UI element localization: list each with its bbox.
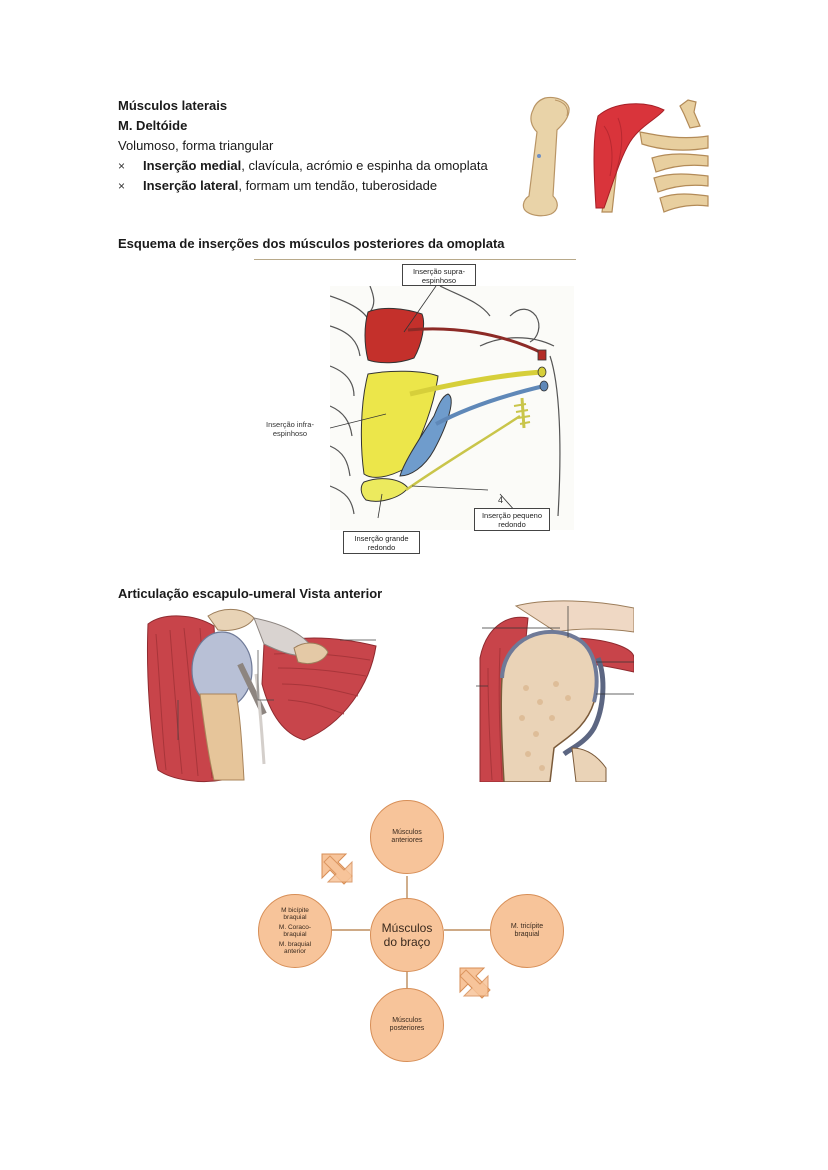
- diagram-node-anterior-muscles: M bicípite braquial M. Coraco- braquial …: [258, 894, 332, 968]
- label-number-4: 4: [498, 495, 504, 505]
- diagram-connectors: [321, 853, 492, 999]
- label-grande-redondo: Inserção grande redondo: [343, 531, 420, 554]
- diagram-node-posteriores: Músculos posteriores: [370, 988, 444, 1062]
- diagram-node-center: Músculos do braço: [370, 898, 444, 972]
- bullet-item: × Inserção lateral, formam um tendão, tu…: [0, 176, 520, 196]
- label-infraespinhoso: Inserção infra- espinhoso: [266, 420, 314, 438]
- description-deltoide: Volumoso, forma triangular: [118, 138, 274, 153]
- bullet-text: , clavícula, acrómio e espinha da omopla…: [241, 158, 488, 173]
- bullet-marker: ×: [118, 179, 126, 193]
- subheading-deltoide: M. Deltóide: [118, 118, 188, 133]
- scapula-insertions-diagram: [330, 286, 574, 530]
- section-heading-esquema: Esquema de inserções dos músculos poster…: [118, 236, 505, 251]
- shoulder-joint-section-image: [476, 598, 634, 782]
- bullet-bold: Inserção lateral: [143, 178, 239, 193]
- arrow-icon: [321, 853, 491, 999]
- section-heading-lateral: Músculos laterais: [118, 98, 228, 113]
- shoulder-joint-anterior-image: [144, 604, 380, 786]
- diagram-node-triceps: M. tricípite braquial: [490, 894, 564, 968]
- bullet-item: × Inserção medial, clavícula, acrómio e …: [0, 156, 520, 176]
- section-heading-articulacao: Articulação escapulo-umeral Vista anteri…: [118, 586, 383, 601]
- diagram-node-anteriores: Músculos anteriores: [370, 800, 444, 874]
- bullet-bold: Inserção medial: [143, 158, 242, 173]
- humerus-bone-image: [522, 96, 570, 217]
- bullet-text: , formam um tendão, tuberosidade: [238, 178, 438, 193]
- bullet-marker: ×: [118, 159, 126, 173]
- label-pequeno-redondo: Inserção pequeno redondo: [474, 508, 550, 531]
- heading-underline: [254, 259, 576, 260]
- label-supraespinhoso: Inserção supra- espinhoso: [402, 264, 476, 286]
- deltoid-shoulder-image: [590, 96, 710, 214]
